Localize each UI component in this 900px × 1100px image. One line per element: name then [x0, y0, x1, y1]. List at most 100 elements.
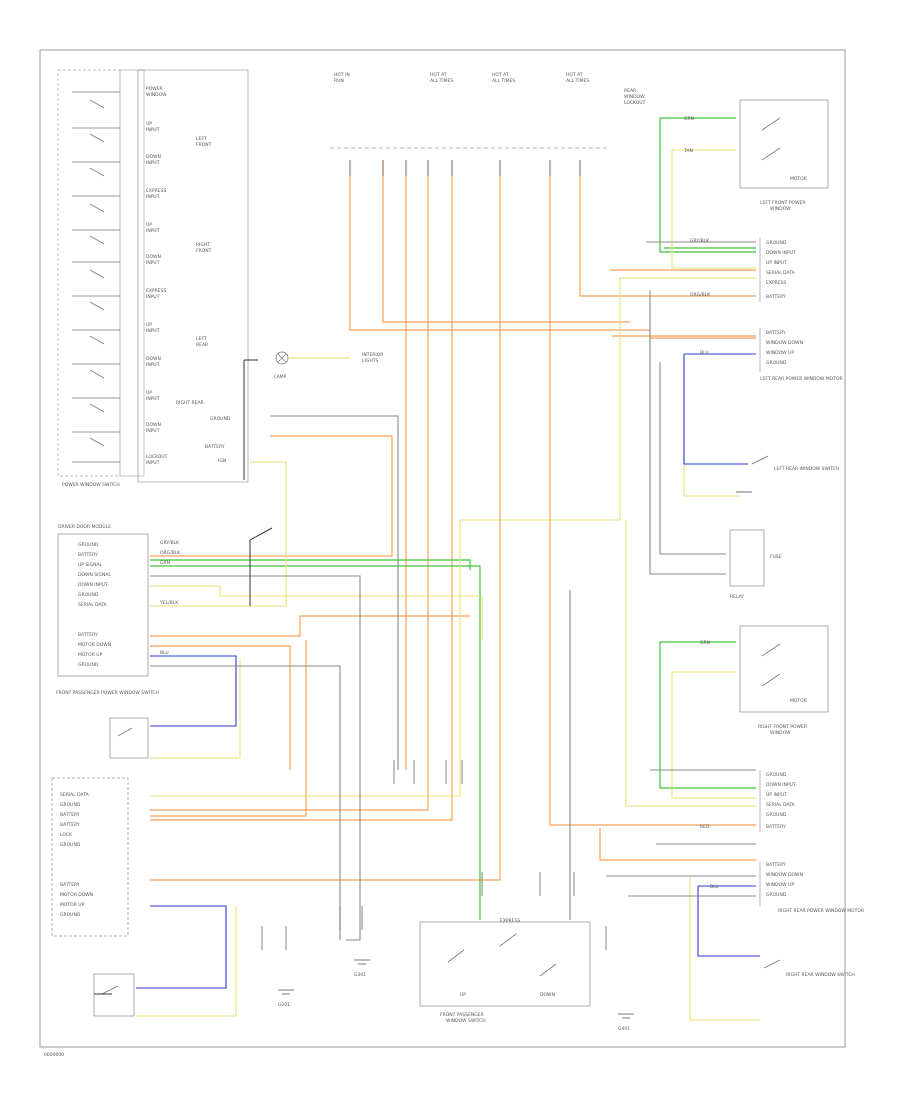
svg-text:REAR: REAR	[196, 342, 208, 348]
svg-text:WINDOW: WINDOW	[146, 92, 167, 98]
wires-green	[150, 117, 756, 920]
svg-text:UP SIGNAL: UP SIGNAL	[78, 562, 103, 568]
svg-text:LIGHTS: LIGHTS	[362, 358, 378, 364]
wires-blue	[136, 353, 760, 989]
svg-text:EXPRESS: EXPRESS	[500, 918, 520, 924]
svg-text:BATTERY: BATTERY	[60, 812, 80, 818]
right-rear-motor: BATTERY WINDOW DOWN WINDOW UP GROUND RIG…	[759, 862, 864, 914]
svg-text:MOTOR UP: MOTOR UP	[60, 902, 85, 908]
svg-text:ORG/BLK: ORG/BLK	[160, 550, 181, 556]
svg-text:BATTERY: BATTERY	[60, 822, 80, 828]
svg-text:HOT AT: HOT AT	[430, 72, 447, 78]
ground-symbols	[278, 491, 752, 1019]
driver-module-lower: SERIAL DATA GROUND BATTERY BATTERY LOCK …	[51, 777, 129, 937]
svg-text:RIGHT REAR: RIGHT REAR	[176, 400, 204, 406]
svg-text:INPUT: INPUT	[146, 294, 160, 300]
svg-text:WINDOW: WINDOW	[770, 730, 791, 736]
svg-text:INPUT: INPUT	[146, 194, 160, 200]
svg-text:BATTERY: BATTERY	[60, 882, 80, 888]
svg-text:INTERIOR: INTERIOR	[362, 352, 383, 358]
svg-text:GROUND: GROUND	[78, 592, 99, 598]
svg-text:DOWN INPUT: DOWN INPUT	[766, 250, 796, 256]
svg-text:ORG/BLK: ORG/BLK	[690, 292, 711, 298]
svg-text:RIGHT: RIGHT	[196, 242, 210, 248]
svg-text:BATTERY: BATTERY	[766, 330, 786, 336]
svg-text:UP INPUT: UP INPUT	[766, 260, 787, 266]
driver-door-module: DRIVER DOOR MODULE GROUND BATTERY UP SIG…	[57, 524, 149, 677]
left-rear-switch: LEFT REAR WINDOW SWITCH	[751, 455, 839, 472]
left-rear-motor-label: LEFT REAR POWER WINDOW MOTOR	[760, 376, 843, 382]
passenger-window-switch: EXPRESS UP DOWN FRONT PASSENGER WINDOW S…	[419, 918, 591, 1024]
left-switch-bank-label: POWER WINDOW SWITCH	[62, 482, 120, 488]
svg-text:FRONT PASSENGER: FRONT PASSENGER	[440, 1012, 484, 1018]
svg-text:WINDOW: WINDOW	[770, 206, 791, 212]
svg-text:WINDOW UP: WINDOW UP	[766, 350, 794, 356]
svg-text:GRN: GRN	[160, 560, 170, 566]
svg-text:GRY/BLK: GRY/BLK	[690, 238, 710, 244]
svg-text:FRONT: FRONT	[196, 248, 212, 254]
svg-text:POWER: POWER	[146, 86, 163, 92]
svg-text:DOWN: DOWN	[146, 422, 161, 428]
svg-text:FRONT: FRONT	[196, 142, 212, 148]
svg-text:RIGHT FRONT POWER: RIGHT FRONT POWER	[758, 724, 807, 730]
svg-text:SERIAL DATA: SERIAL DATA	[766, 270, 796, 276]
svg-text:BATTERY: BATTERY	[766, 294, 786, 300]
svg-text:UP: UP	[146, 222, 152, 228]
svg-text:ALL TIMES: ALL TIMES	[492, 78, 515, 84]
svg-text:GRN: GRN	[700, 640, 710, 646]
svg-text:GROUND: GROUND	[60, 802, 81, 808]
left-rear-switch-label: LEFT REAR WINDOW SWITCH	[774, 466, 839, 472]
svg-text:WINDOW UP: WINDOW UP	[766, 882, 794, 888]
svg-text:DOWN INPUT: DOWN INPUT	[766, 782, 796, 788]
svg-text:SERIAL DATA: SERIAL DATA	[766, 802, 796, 808]
svg-text:EXPRESS: EXPRESS	[146, 188, 166, 194]
connector-ticks	[261, 160, 607, 950]
svg-text:MOTOR: MOTOR	[790, 698, 807, 704]
svg-text:MOTOR DOWN: MOTOR DOWN	[60, 892, 93, 898]
front-passenger-label: FRONT PASSENGER POWER WINDOW SWITCH	[56, 690, 159, 696]
svg-text:BATTERY: BATTERY	[766, 824, 786, 830]
svg-text:INPUT: INPUT	[146, 260, 160, 266]
svg-text:GROUND: GROUND	[78, 542, 99, 548]
right-rear-switch: RIGHT REAR WINDOW SWITCH	[763, 959, 855, 978]
svg-text:UP: UP	[146, 322, 152, 328]
svg-text:YEL/BLK: YEL/BLK	[159, 600, 179, 606]
svg-text:EXPRESS: EXPRESS	[146, 288, 166, 294]
relay: FUSE RELAY	[729, 529, 782, 600]
svg-text:GROUND: GROUND	[210, 416, 231, 422]
svg-text:DOWN SIGNAL: DOWN SIGNAL	[78, 572, 111, 578]
wires-yellow	[136, 149, 760, 1021]
wires-black	[94, 359, 273, 995]
svg-text:GRN: GRN	[684, 116, 694, 122]
relay-label: RELAY	[730, 594, 744, 600]
svg-text:BATTERY: BATTERY	[766, 862, 786, 868]
svg-text:GROUND: GROUND	[78, 662, 99, 668]
svg-text:INPUT: INPUT	[146, 362, 160, 368]
passenger-module-connector-lower: GROUND DOWN INPUT UP INPUT SERIAL DATA G…	[759, 770, 796, 832]
ground-label-3: G401	[618, 1026, 630, 1032]
svg-text:INPUT: INPUT	[146, 428, 160, 434]
svg-text:TAN: TAN	[683, 148, 693, 154]
svg-text:SERIAL DATA: SERIAL DATA	[78, 602, 108, 608]
ground-label-1: G201	[278, 1002, 290, 1008]
svg-text:GROUND: GROUND	[766, 240, 787, 246]
svg-text:IGN: IGN	[218, 458, 226, 464]
left-lower-switch	[93, 973, 135, 1017]
svg-text:INPUT: INPUT	[146, 328, 160, 334]
svg-text:BLU: BLU	[160, 650, 169, 656]
svg-text:BATTERY: BATTERY	[78, 632, 98, 638]
svg-text:LEFT: LEFT	[196, 336, 207, 342]
svg-text:WINDOW DOWN: WINDOW DOWN	[766, 340, 803, 346]
svg-text:WINDOW: WINDOW	[624, 94, 645, 100]
svg-text:INPUT: INPUT	[146, 160, 160, 166]
right-rear-switch-label: RIGHT REAR WINDOW SWITCH	[786, 972, 855, 978]
driver-module-connector-upper: GROUND DOWN INPUT UP INPUT SERIAL DATA E…	[766, 240, 796, 300]
svg-text:INPUT: INPUT	[146, 460, 160, 466]
svg-text:BATTERY: BATTERY	[78, 552, 98, 558]
svg-text:ALL TIMES: ALL TIMES	[430, 78, 453, 84]
svg-text:GROUND: GROUND	[60, 912, 81, 918]
svg-text:DOWN: DOWN	[146, 356, 161, 362]
right-front-motor: MOTOR RIGHT FRONT POWER WINDOW	[739, 625, 829, 736]
